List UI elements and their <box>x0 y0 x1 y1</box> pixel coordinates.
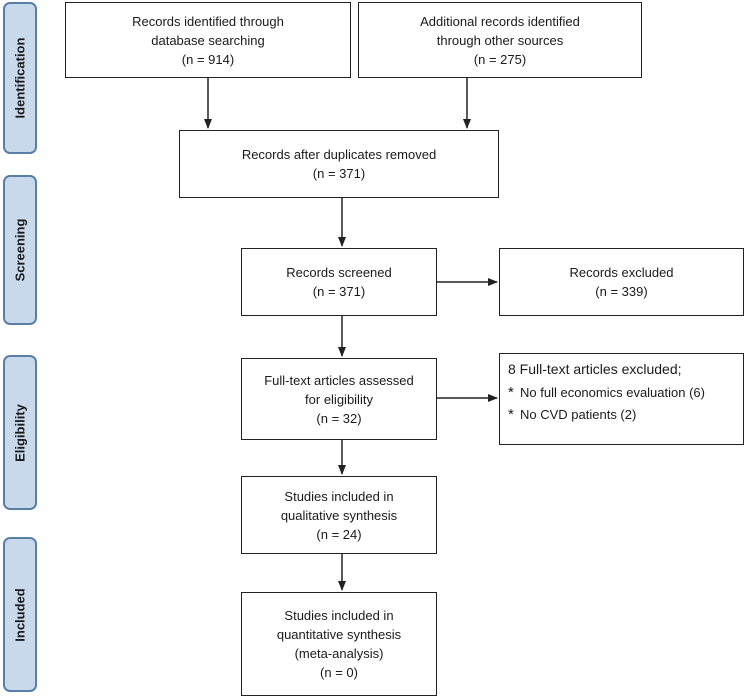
bullet-asterisk: * <box>508 406 514 423</box>
bullet-asterisk: * <box>508 384 514 401</box>
excluded-reason-text: No full economics evaluation (6) <box>520 385 705 400</box>
box-duplicates-removed: Records after duplicates removed (n = 37… <box>179 130 499 198</box>
box-other-sources: Additional records identified through ot… <box>358 2 642 78</box>
phase-included: Included <box>3 537 37 692</box>
excluded-reason-item: * No CVD patients (2) <box>508 404 636 426</box>
excluded-reason-text: No CVD patients (2) <box>520 407 637 422</box>
excluded-reason-item: * No full economics evaluation (6) <box>508 382 705 404</box>
box-records-excluded: Records excluded (n = 339) <box>499 248 744 316</box>
phase-screening: Screening <box>3 175 37 325</box>
box-quantitative-synthesis: Studies included in quantitative synthes… <box>241 592 437 696</box>
box-full-text-excluded: 8 Full-text articles excluded; * No full… <box>499 353 744 445</box>
phase-eligibility: Eligibility <box>3 355 37 510</box>
box-full-text-assessed: Full-text articles assessed for eligibil… <box>241 358 437 440</box>
phase-identification: Identification <box>3 2 37 154</box>
box-records-screened: Records screened (n = 371) <box>241 248 437 316</box>
excluded-heading: 8 Full-text articles excluded; <box>508 361 682 377</box>
box-qualitative-synthesis: Studies included in qualitative synthesi… <box>241 476 437 554</box>
box-database-search: Records identified through database sear… <box>65 2 351 78</box>
